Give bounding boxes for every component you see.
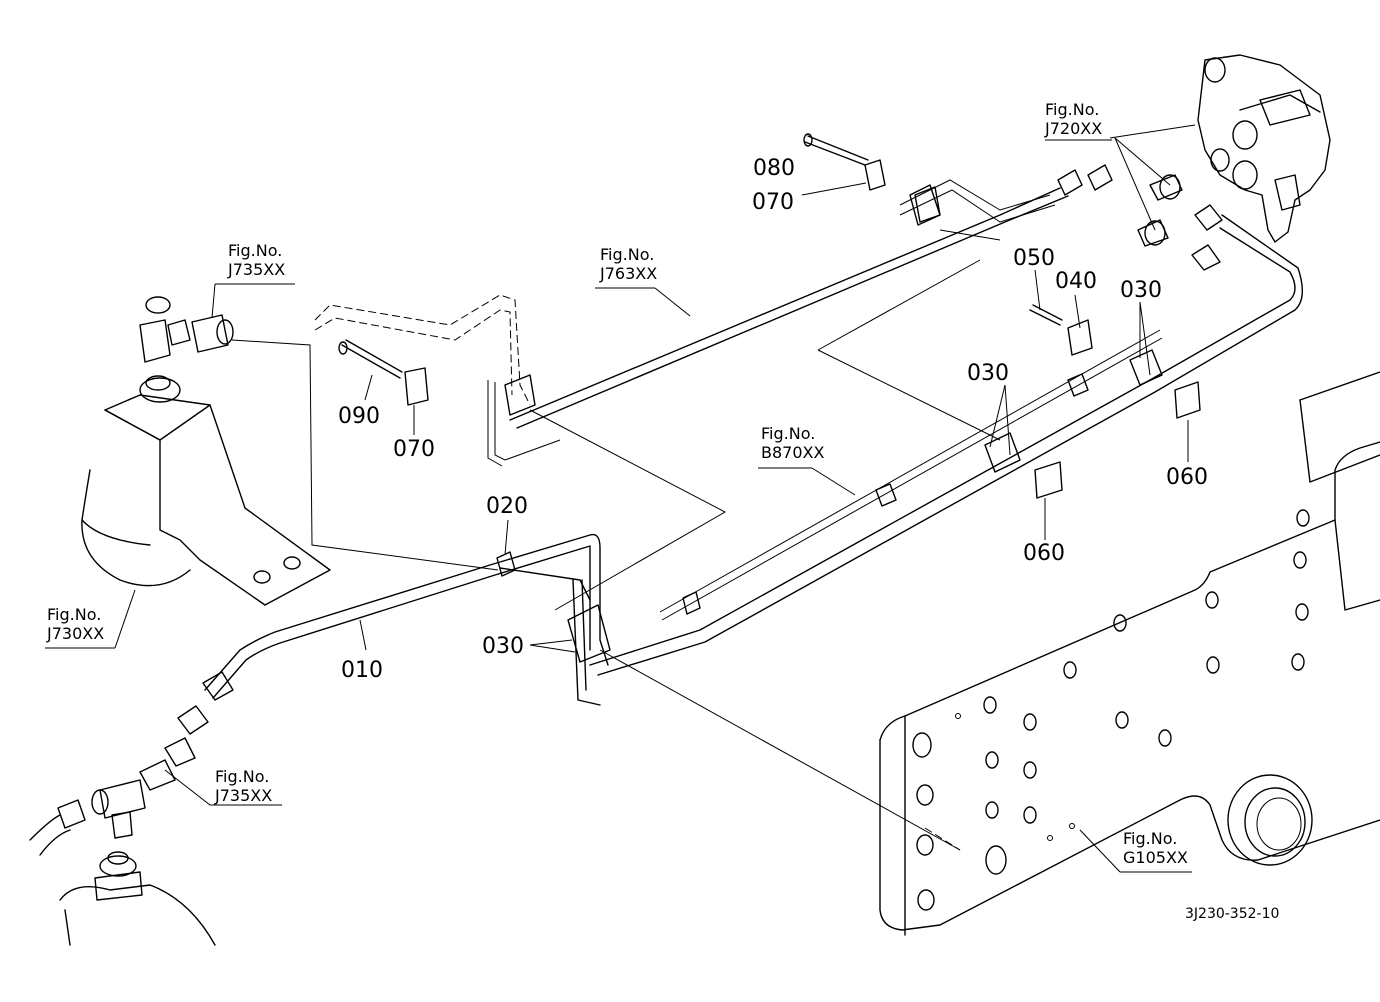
figref-j735-bottom-number: J735XX — [215, 786, 273, 805]
figref-j735-bottom-label: Fig.No. — [215, 767, 270, 786]
part-label-070-top: 070 — [752, 190, 794, 215]
figref-j763[interactable]: Fig.No. J763XX — [600, 245, 657, 283]
valve-fittings — [1137, 174, 1223, 271]
figref-g105[interactable]: Fig.No. G105XX — [1123, 829, 1188, 867]
accumulator-lower — [29, 671, 234, 946]
part-label-080: 080 — [753, 156, 795, 181]
control-valve — [1197, 54, 1331, 243]
drawing-number: 3J230-352-10 — [1185, 906, 1280, 922]
figref-j720-label: Fig.No. — [1045, 100, 1100, 119]
figref-j735-top[interactable]: Fig.No. J735XX — [228, 241, 285, 279]
figref-g105-number: G105XX — [1123, 848, 1188, 867]
figref-j735-top-number: J735XX — [228, 260, 286, 279]
part-label-060-right: 060 — [1166, 465, 1208, 490]
part-label-040: 040 — [1055, 269, 1097, 294]
figref-j763-label: Fig.No. — [600, 245, 655, 264]
figref-j720-number: J720XX — [1045, 119, 1103, 138]
part-label-050: 050 — [1013, 246, 1055, 271]
figref-j735-bottom[interactable]: Fig.No. J735XX — [215, 767, 272, 805]
figref-j763-number: J763XX — [600, 264, 658, 283]
part-label-060-middle: 060 — [1023, 541, 1065, 566]
chassis-frame — [879, 371, 1380, 936]
part-label-020: 020 — [486, 494, 528, 519]
pipes-lower — [589, 214, 1303, 676]
figref-b870-label: Fig.No. — [761, 424, 816, 443]
part-label-010: 010 — [341, 658, 383, 683]
figref-j730-label: Fig.No. — [47, 605, 102, 624]
leader-lines — [45, 124, 1196, 873]
part-label-030-lower: 030 — [482, 634, 524, 659]
part-label-030-middle: 030 — [967, 361, 1009, 386]
accumulator-upper — [81, 296, 331, 606]
part-label-090: 090 — [338, 404, 380, 429]
part-label-070-left: 070 — [393, 437, 435, 462]
figref-b870-number: B870XX — [761, 443, 825, 462]
pipes-upper — [314, 164, 1113, 467]
hardware-parts — [338, 133, 1201, 499]
figref-j735-top-label: Fig.No. — [228, 241, 283, 260]
part-label-030-upper: 030 — [1120, 278, 1162, 303]
pipe-010 — [204, 533, 611, 706]
figref-j730-number: J730XX — [47, 624, 105, 643]
figref-j720[interactable]: Fig.No. J720XX — [1045, 100, 1102, 138]
figref-g105-label: Fig.No. — [1123, 829, 1178, 848]
figref-j730[interactable]: Fig.No. J730XX — [47, 605, 104, 643]
figref-b870[interactable]: Fig.No. B870XX — [761, 424, 824, 462]
